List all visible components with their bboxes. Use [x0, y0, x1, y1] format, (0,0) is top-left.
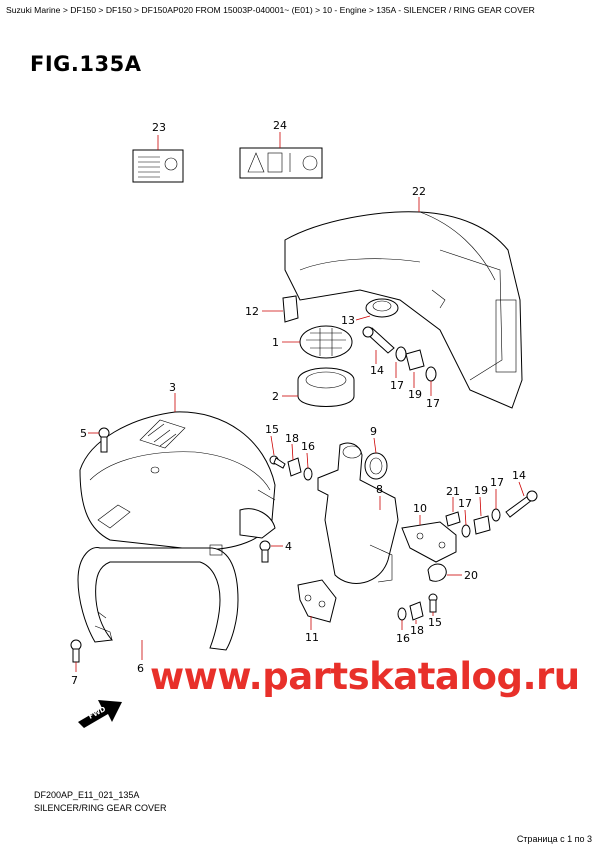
- callout-9: 9: [370, 425, 377, 438]
- callout-7: 7: [71, 674, 78, 687]
- fwd-arrow-icon: FWD: [78, 700, 122, 728]
- callout-16a: 16: [301, 440, 315, 453]
- part-18-grommet-b[interactable]: [409, 601, 424, 621]
- callout-22: 22: [412, 185, 426, 198]
- callout-4: 4: [285, 540, 292, 553]
- breadcrumb: Suzuki Marine > DF150 > DF150 > DF150AP0…: [6, 5, 535, 15]
- part-16-collar-b[interactable]: [397, 607, 407, 621]
- document-code: DF200AP_E11_021_135A: [34, 790, 140, 800]
- document-subtitle: SILENCER/RING GEAR COVER: [34, 803, 167, 813]
- watermark-text: www.partskatalog.ru: [150, 655, 580, 698]
- callout-24: 24: [273, 119, 287, 132]
- callout-21: 21: [446, 485, 460, 498]
- part-22-silencer-cover[interactable]: [284, 211, 523, 409]
- part-20-clip[interactable]: [427, 563, 447, 582]
- callout-17c: 17: [458, 497, 472, 510]
- part-1-mesh-screen[interactable]: [299, 325, 353, 359]
- part-14-bolt-right[interactable]: [505, 490, 538, 518]
- callout-15a: 15: [265, 423, 279, 436]
- callout-1: 1: [272, 336, 279, 349]
- figure-title: FIG.135A: [30, 52, 142, 76]
- part-19-grommet-a[interactable]: [405, 349, 425, 371]
- callout-18a: 18: [285, 432, 299, 445]
- callout-8: 8: [376, 483, 383, 496]
- callout-12: 12: [245, 305, 259, 318]
- part-18-grommet-a[interactable]: [287, 457, 302, 477]
- callout-17b: 17: [426, 397, 440, 410]
- part-10-bracket[interactable]: [401, 521, 457, 563]
- page-indicator: Страница с 1 по 3: [516, 834, 592, 844]
- callout-6: 6: [137, 662, 144, 675]
- callout-5: 5: [80, 427, 87, 440]
- part-17-collar-d[interactable]: [491, 508, 501, 522]
- part-17-collar-b[interactable]: [425, 366, 437, 382]
- callout-3: 3: [169, 381, 176, 394]
- callout-13: 13: [341, 314, 355, 327]
- callout-23: 23: [152, 121, 166, 134]
- part-5-bolt[interactable]: [98, 427, 110, 453]
- callout-11: 11: [305, 631, 319, 644]
- callout-10: 10: [413, 502, 427, 515]
- part-2-collar[interactable]: [297, 367, 355, 407]
- callout-19a: 19: [408, 388, 422, 401]
- callout-2: 2: [272, 390, 279, 403]
- part-24-warning-sticker[interactable]: [239, 147, 323, 179]
- part-11-mount-bracket[interactable]: [297, 579, 337, 623]
- part-12-grommet[interactable]: [282, 295, 299, 323]
- part-9-ring[interactable]: [364, 452, 388, 480]
- part-8-silencer-body[interactable]: [317, 442, 399, 584]
- callout-16b: 16: [396, 632, 410, 645]
- part-23-label-sticker[interactable]: [132, 149, 184, 183]
- callout-14a: 14: [370, 364, 384, 377]
- part-4-bolt[interactable]: [259, 540, 271, 563]
- part-3-ring-gear-cover[interactable]: [79, 411, 276, 551]
- callout-20: 20: [464, 569, 478, 582]
- part-15-bolt-a[interactable]: [269, 455, 286, 469]
- part-14-bolt-top[interactable]: [362, 326, 395, 354]
- part-7-bolt[interactable]: [70, 639, 82, 663]
- callout-17d: 17: [490, 476, 504, 489]
- part-21-collar[interactable]: [445, 511, 461, 527]
- callout-19b: 19: [474, 484, 488, 497]
- part-17-collar-a[interactable]: [395, 346, 407, 362]
- part-16-collar-a[interactable]: [303, 467, 313, 481]
- callout-17a: 17: [390, 379, 404, 392]
- callout-14b: 14: [512, 469, 526, 482]
- part-17-collar-c[interactable]: [461, 524, 471, 538]
- callout-15b: 15: [428, 616, 442, 629]
- part-19-grommet-b[interactable]: [473, 515, 491, 535]
- part-15-bolt-b[interactable]: [428, 593, 438, 613]
- part-13-seal[interactable]: [365, 298, 399, 318]
- callout-18b: 18: [410, 624, 424, 637]
- part-6-lower-cover[interactable]: [77, 544, 239, 651]
- callout-labels: 23 24 22 12 13 1 2 3 5 14 17 19 17 15 18…: [71, 119, 526, 687]
